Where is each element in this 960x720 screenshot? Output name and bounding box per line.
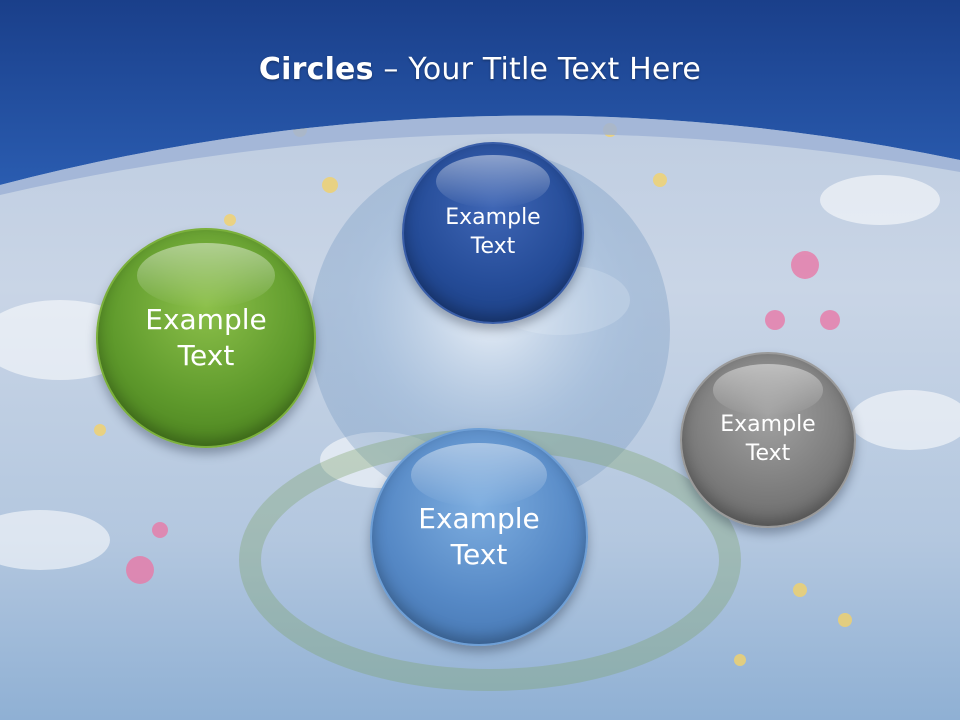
circle-navy[interactable]: Example Text xyxy=(402,142,584,324)
circle-green-line1: Example xyxy=(145,302,267,336)
circle-gray-line1: Example xyxy=(720,412,816,438)
circle-gray[interactable]: Example Text xyxy=(680,352,856,528)
slide-title: Circles – Your Title Text Here xyxy=(0,52,960,87)
title-rest: – Your Title Text Here xyxy=(373,52,702,87)
title-bold: Circles xyxy=(258,52,374,87)
circle-blue-line1: Example xyxy=(418,501,540,535)
circle-navy-line1: Example xyxy=(445,205,541,231)
circle-green-line2: Text xyxy=(177,339,235,372)
circle-navy-line2: Text xyxy=(470,234,516,259)
header-band xyxy=(0,0,960,195)
circle-blue[interactable]: Example Text xyxy=(370,428,588,646)
circle-gray-line2: Text xyxy=(745,441,791,466)
circle-green[interactable]: Example Text xyxy=(96,228,316,448)
circle-blue-line2: Text xyxy=(450,538,508,571)
